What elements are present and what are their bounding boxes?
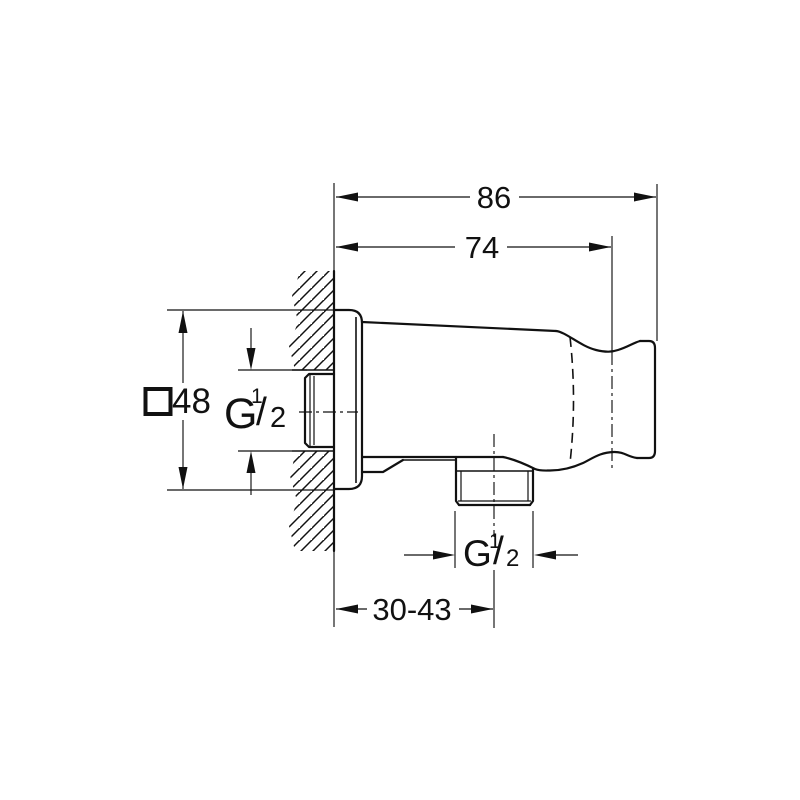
- dim-wall-depth-range: 30-43: [336, 570, 495, 628]
- dim-outlet-thread-denominator: 2: [506, 545, 519, 572]
- body-top-edge: [360, 320, 558, 333]
- hose-hook-outline: [360, 458, 405, 474]
- dim-74-arrow-left: [336, 242, 358, 252]
- dim-inlet-arrow-top: [246, 348, 256, 370]
- holder-hidden-edge: [569, 336, 575, 464]
- dim-inlet-thread-numerator: 1: [251, 385, 263, 408]
- wall-section: [289, 183, 336, 627]
- inlet-nipple-outline: [303, 372, 336, 449]
- dim-86-arrow-right: [634, 192, 656, 202]
- dim-outlet-thread-letter: G: [463, 533, 492, 574]
- dim-3043-arrow-left: [336, 604, 358, 614]
- shower-holder: [501, 329, 657, 472]
- holder-top-curve: [554, 329, 642, 353]
- dim-wall-depth-range-label: 30-43: [372, 592, 451, 627]
- dim-48-arrow-bottom: [178, 467, 188, 489]
- valve-body: [360, 320, 558, 459]
- dim-outlet-thread-numerator: 1: [489, 530, 501, 553]
- dim-48-arrow-top: [178, 311, 188, 333]
- dim-depth-to-holder-label: 74: [465, 230, 499, 265]
- holder-right-edge: [635, 339, 657, 460]
- mounting-plate-outline: [332, 308, 364, 491]
- dim-outlet-arrow-left: [433, 550, 455, 560]
- dim-inlet-thread-denominator: 2: [270, 402, 286, 434]
- dim-inlet-thread-slash: /: [256, 391, 267, 434]
- dim-overall-depth-label: 86: [477, 180, 511, 215]
- dim-74-arrow-right: [589, 242, 611, 252]
- dim-wall-plate: 48: [143, 309, 334, 491]
- dim-86-arrow-left: [336, 192, 358, 202]
- wall-hatch-lower: [289, 451, 334, 551]
- dim-overall-depth: 86: [336, 180, 658, 341]
- hose-hook: [360, 458, 456, 474]
- dim-inlet-arrow-bottom: [246, 451, 256, 473]
- dim-outlet-thread-slash: /: [493, 530, 504, 573]
- dim-outlet-arrow-right: [534, 550, 556, 560]
- outlet-nipple: [454, 434, 535, 537]
- dim-wall-plate-label: 48: [172, 382, 211, 421]
- dim-inlet-thread-letter: G: [224, 390, 257, 438]
- dim-3043-arrow-right: [471, 604, 493, 614]
- inlet-nipple: [299, 372, 358, 449]
- outlet-right-edge: [528, 467, 535, 507]
- outlet-left-edge: [454, 455, 461, 507]
- dim-inlet-thread: G 1 / 2: [224, 328, 307, 495]
- dim-outlet-thread: G 1 / 2: [404, 511, 578, 574]
- holder-bottom-curve: [501, 450, 639, 472]
- mounting-plate: [332, 308, 364, 491]
- dim-depth-to-holder: 74: [336, 230, 613, 352]
- wall-hatch-upper: [289, 271, 334, 370]
- square-symbol: [143, 387, 173, 416]
